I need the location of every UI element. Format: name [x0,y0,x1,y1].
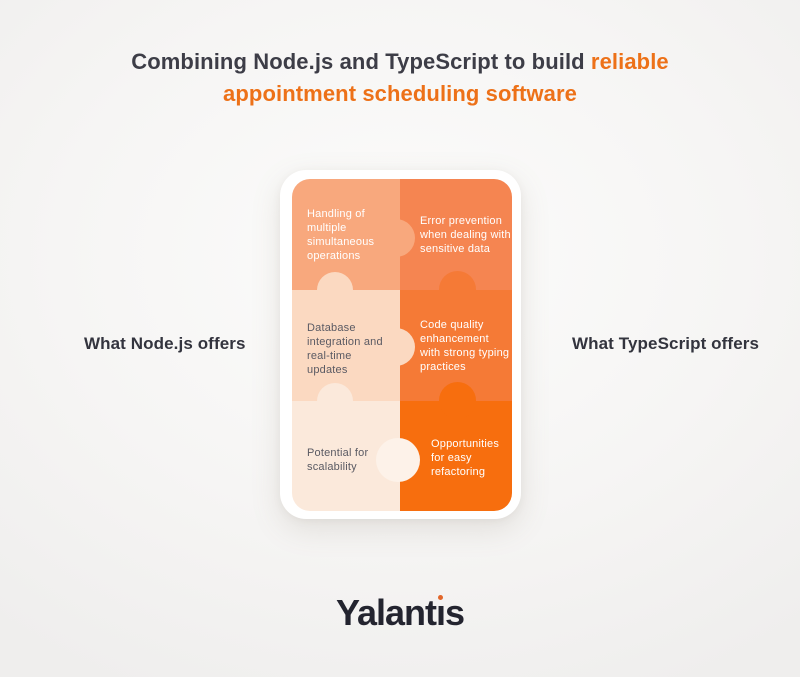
puzzle-piece-label: Handling of multiple simultaneous operat… [307,207,375,262]
puzzle-piece-nodejs-2: Database integration and real-time updat… [292,290,400,401]
puzzle-piece-label: Potential for scalability [307,447,369,473]
logo-text-start: Yalant [335,592,437,633]
typescript-offers-label: What TypeScript offers [572,334,760,353]
puzzle-knob-up-right-row3 [439,382,476,419]
puzzle-piece-nodejs-3: Potential for scalability [292,401,400,511]
puzzle-piece-label: Error prevention when dealing with sensi… [420,214,511,255]
puzzle-grid: Handling of multiple simultaneous operat… [292,179,512,511]
logo-letter-i: ı [436,592,446,634]
puzzle-knob-up-left-row2 [317,272,353,308]
title-dark-text: Combining Node.js and TypeScript to buil… [131,49,591,74]
puzzle-knob-right-row2 [377,328,415,366]
nodejs-offers-label: What Node.js offers [84,334,246,353]
puzzle-card: Handling of multiple simultaneous operat… [280,170,521,519]
logo-dotless-i: ı [436,592,446,633]
logo-i-dot-icon [438,595,443,600]
page-title: Combining Node.js and TypeScript to buil… [0,46,800,110]
puzzle-piece-label: Database integration and real-time updat… [307,321,383,376]
title-orange-line2: appointment scheduling software [223,81,577,106]
title-highlight-reliable: reliable [590,49,669,74]
puzzle-piece-label: Code quality enhancement with strong typ… [420,318,510,373]
logo-text-end: s [445,592,465,633]
puzzle-piece-label: Opportunities for easy refactoring [431,438,500,478]
puzzle-piece-nodejs-1: Handling of multiple simultaneous operat… [292,179,400,290]
puzzle-knob-up-right-row2 [439,271,476,308]
puzzle-knob-right-row3 [376,438,420,482]
puzzle-knob-right-row1 [377,219,415,257]
puzzle-knob-up-left-row3 [317,383,353,419]
